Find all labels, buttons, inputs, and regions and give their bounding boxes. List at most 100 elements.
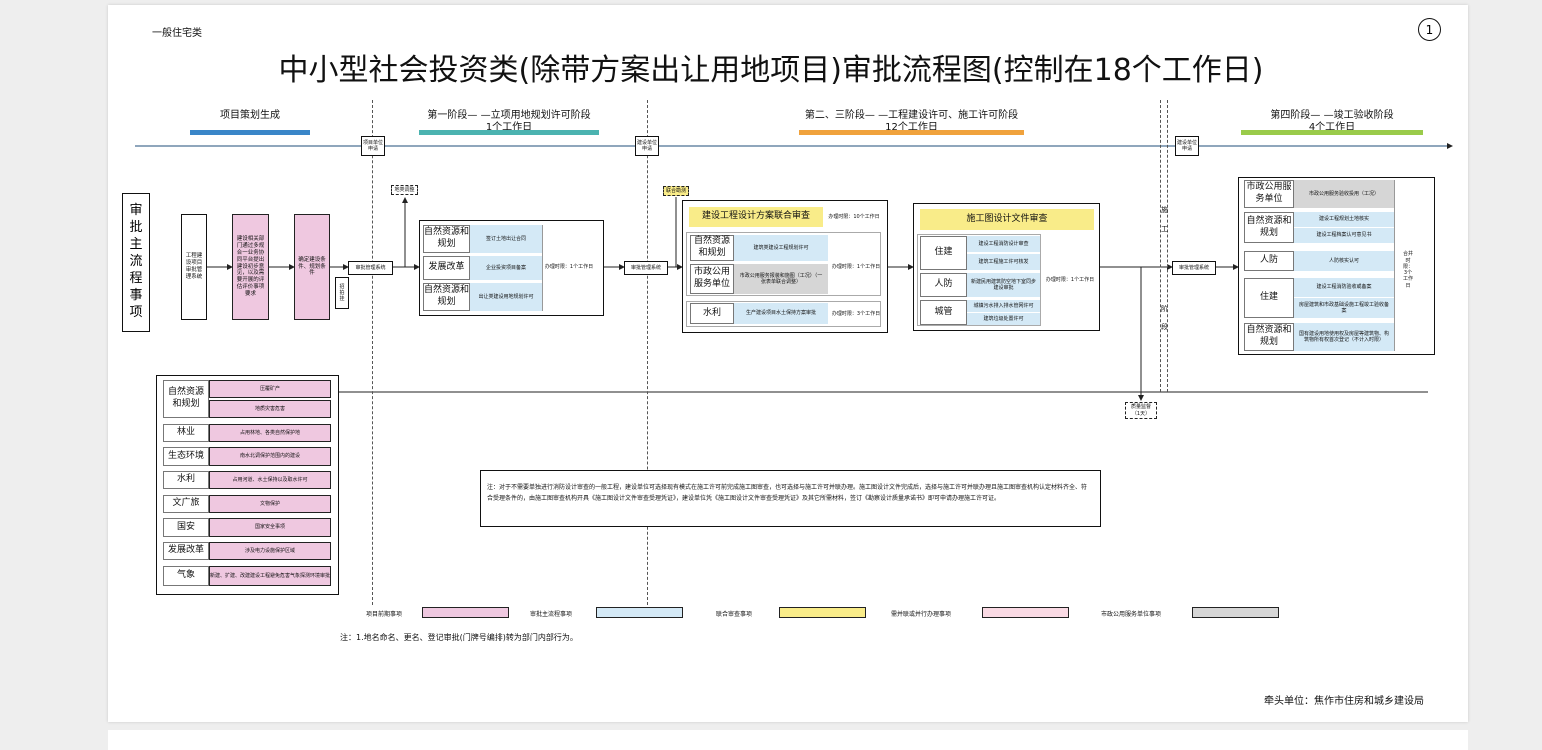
stage4-dept-4: 住建 <box>1244 278 1294 318</box>
main-flow-title: 审批主流程事项 <box>122 193 150 332</box>
stage-3-bar <box>1241 130 1423 135</box>
step-conditions: 确定建设条件、规划条件 <box>294 214 330 320</box>
stage4-time: 合并时限：3个工作日 <box>1402 251 1413 289</box>
legend-swatch-1 <box>422 607 509 618</box>
stage1-dept-1: 自然资源和规划 <box>423 225 470 253</box>
stage-2-name: 第二、三阶段— —工程建设许可、施工许可阶段 <box>804 110 1019 121</box>
stage2b-dept-2: 人防 <box>920 273 967 297</box>
system-node-1: 审批管理系统 <box>348 261 393 275</box>
prior-dept-4: 水利 <box>163 471 209 489</box>
stage1-dept-2: 发展改革 <box>423 256 470 280</box>
stage4-item-2a: 建设工程规划土地核实 <box>1294 212 1394 227</box>
prior-dept-1: 自然资源和规划 <box>163 380 209 418</box>
auction-note: 招拍挂 <box>335 277 349 309</box>
separator-3 <box>1160 100 1161 392</box>
stage1-item-2: 企业投资项目备案 <box>470 256 542 280</box>
page-number: 1 <box>1418 18 1441 41</box>
stage-1-name: 第一阶段— —立项用地规划许可阶段 <box>427 110 591 121</box>
category-label: 一般住宅类 <box>152 28 202 39</box>
footnote: 注：1.地名命名、更名、登记审批(门牌号编排)转为部门内部行为。 <box>340 633 578 642</box>
document-page <box>108 5 1468 722</box>
stage2b-item-3a: 城镇污水排入排水管网许可 <box>967 300 1040 312</box>
stage1-time: 办理时限：1个工作日 <box>544 263 594 270</box>
prior-item-8: 新建、扩建、改建建设工程避免危害气象探测环境审批 <box>209 566 331 586</box>
stage2b-dept-3: 城管 <box>920 300 967 325</box>
legend-label-1: 项目前期事项 <box>366 611 403 618</box>
system-node-3: 审批管理系统 <box>1172 261 1216 275</box>
separator-1 <box>372 100 373 605</box>
page-title: 中小型社会投资类(除带方案出让用地项目)审批流程图(控制在18个工作日) <box>278 53 1264 88</box>
stage2b-header: 施工图设计文件审查 <box>920 209 1094 230</box>
stage-2-days: 12个工作日 <box>885 122 938 133</box>
stage-0-bar <box>190 130 310 135</box>
step-multi-plan: 建设相关部门通过多规合一业务协同平台提出建设初步意见，以及需要开展的评估评价事项… <box>232 214 269 320</box>
legend-label-4: 需并联或并行办理事项 <box>891 611 952 618</box>
stage2a-dept-2: 市政公用服务单位 <box>690 264 734 294</box>
stage2a-dept-3: 水利 <box>690 303 734 324</box>
side-label-3: 阶 <box>1161 305 1168 313</box>
stage2b-item-3b: 建筑垃圾处置许可 <box>967 313 1040 325</box>
quality-supervision: 质量监督（1天） <box>1125 402 1157 419</box>
separator-2 <box>647 100 648 605</box>
legend-label-2: 审批主流程事项 <box>530 611 573 618</box>
stage2a-time-2: 办理时限：3个工作日 <box>831 310 881 317</box>
prior-dept-8: 气象 <box>163 566 209 586</box>
prior-item-2: 占用林地、各类自然保护地 <box>209 424 331 442</box>
stage4-dept-1: 市政公用服务单位 <box>1244 180 1294 208</box>
system-node-2: 审批管理系统 <box>624 261 668 275</box>
stage-1-days: 1个工作日 <box>485 122 533 133</box>
prior-item-1a: 压覆矿产 <box>209 380 331 398</box>
stage2b-time: 办理时限：1个工作日 <box>1045 276 1095 283</box>
stage2a-item-2: 市政公用服务报装和施图（工况）（一张表单联合调整） <box>734 264 828 294</box>
stage4-dept-3: 人防 <box>1244 251 1294 271</box>
prior-item-4: 占用河道、水土保持以及取水许可 <box>209 471 331 489</box>
stage2a-item-1: 建筑类建设工程规划许可 <box>734 235 828 261</box>
stage4-item-1: 市政公用服务验收投用（工况） <box>1294 180 1394 208</box>
stage1-item-3: 出让类建设用地规划许可 <box>470 283 542 311</box>
legend-swatch-4 <box>982 607 1069 618</box>
stage2a-item-3: 生产建设项目水土保持方案审批 <box>734 303 828 324</box>
prior-dept-7: 发展改革 <box>163 542 209 560</box>
stage2a-header: 建设工程设计方案联合审查 <box>689 207 823 227</box>
prior-dept-2: 林业 <box>163 424 209 442</box>
prior-item-7: 涉及电力设施保护区域 <box>209 542 331 560</box>
stage4-item-4b: 房屋建筑和市政基础设施工程竣工验收备案 <box>1294 298 1394 318</box>
stage2a-dept-1: 自然资源和规划 <box>690 235 734 261</box>
stage4-item-2b: 建设工程档案认可意见书 <box>1294 228 1394 243</box>
prior-dept-3: 生态环境 <box>163 447 209 466</box>
stage-1-bar <box>419 130 599 135</box>
timeline-marker-2: 建设单位申请 <box>635 136 659 156</box>
stage4-dept-5: 自然资源和规划 <box>1244 323 1294 351</box>
legend-swatch-5 <box>1192 607 1279 618</box>
stage4-item-3: 人防核实认可 <box>1294 251 1394 271</box>
lead-unit: 牵头单位：焦作市住房和城乡建设局 <box>1264 696 1424 707</box>
stage1-divider <box>542 225 543 311</box>
land-adjust-tag: 地类调整 <box>391 185 418 195</box>
side-label-1: 施 <box>1161 206 1168 214</box>
stage2a-time-1: 办理时限：1个工作日 <box>831 263 881 270</box>
stage2b-item-1a: 建设工程消防设计审查 <box>967 236 1040 252</box>
prior-dept-5: 文广旅 <box>163 495 209 513</box>
stage4-item-5: 国有建设用地使用权及房屋等建筑物、构筑物所有权首次登记（不计入时限） <box>1294 323 1394 351</box>
timeline-marker-1: 项目单位申请 <box>361 136 385 156</box>
stage-2-bar <box>799 130 1024 135</box>
joint-survey-tag: 联合勘测 <box>663 186 689 196</box>
stage4-divider <box>1394 180 1395 351</box>
prior-item-5: 文物保护 <box>209 495 331 513</box>
stage4-item-4a: 建设工程消防验收或备案 <box>1294 278 1394 297</box>
prior-item-3: 南水北调保护范围内的建设 <box>209 447 331 466</box>
side-label-2: 工 <box>1161 225 1168 233</box>
prior-item-6: 国家安全事项 <box>209 518 331 537</box>
stage2b-inner <box>917 234 1041 326</box>
stage2a-inner <box>686 232 881 296</box>
stage2b-item-2: 新建民用建筑防空地下室同步建设审批 <box>967 273 1040 297</box>
note-box: 注：对于不需要单独进行消防设计审查的一般工程，建设单位可选择现有模式在施工许可前… <box>480 470 1101 527</box>
legend-label-3: 联合审查事项 <box>716 611 753 618</box>
legend-label-5: 市政公用服务单位事项 <box>1101 611 1162 618</box>
stage-3-name: 第四阶段— —竣工验收阶段 <box>1270 110 1394 121</box>
step-system: 工程建设项目审批管理系统 <box>181 214 207 320</box>
stage-0-name: 项目策划生成 <box>220 110 280 121</box>
stage2a-inner-2 <box>686 301 881 327</box>
stage2b-dept-1: 住建 <box>920 236 967 270</box>
